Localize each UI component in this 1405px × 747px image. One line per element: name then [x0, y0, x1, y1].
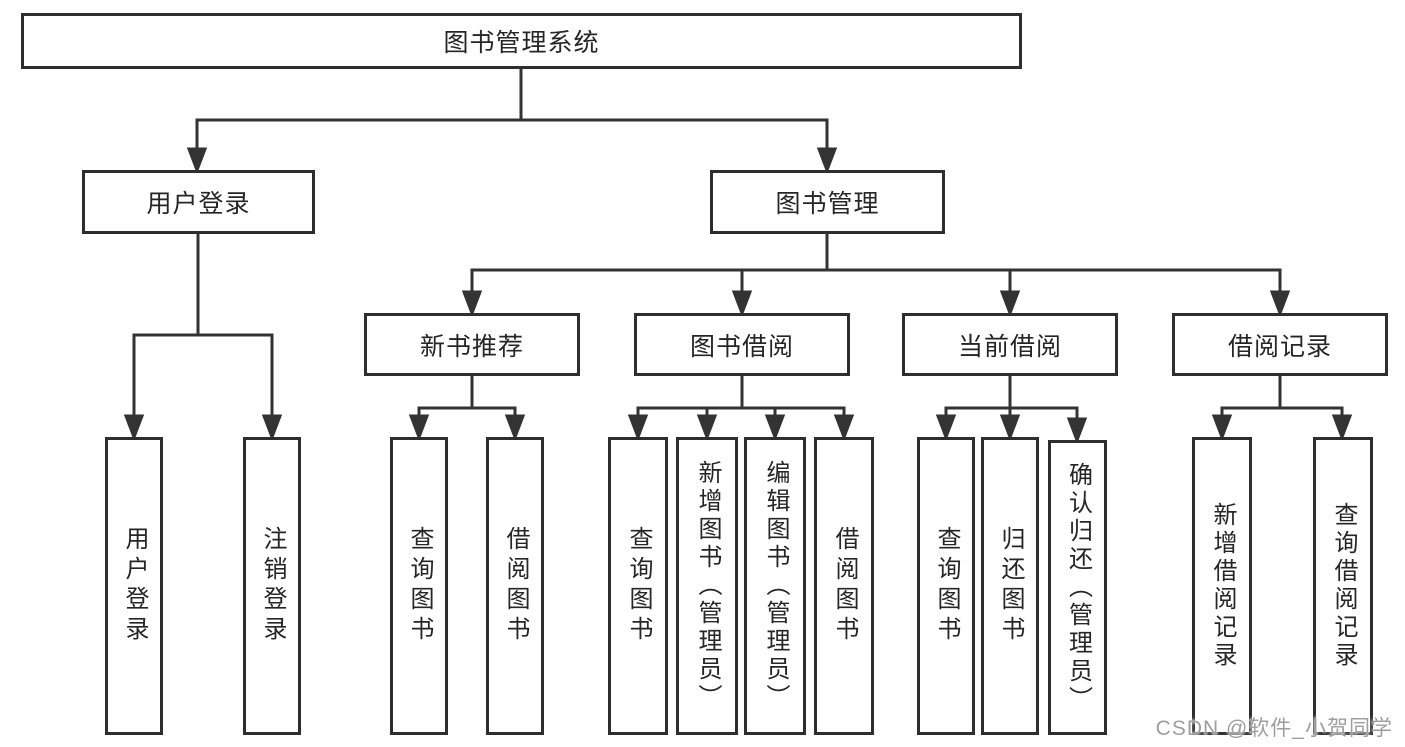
node-label: 当前借阅	[957, 332, 1062, 361]
node-label: 查询借阅记录	[1330, 502, 1357, 670]
connectors-borrow-records-to-leaves	[1211, 376, 1353, 442]
node-label: 归还图书	[997, 526, 1024, 646]
leaf-return-books: 归还图书	[981, 437, 1039, 735]
node-label: 新书推荐	[419, 332, 524, 361]
csdn-watermark: CSDN @软件_小贺同学	[1155, 717, 1393, 740]
leaf-edit-books-admin: 编辑图书（管理员）	[744, 437, 806, 735]
connectors-new-book-rec-to-leaves	[408, 376, 526, 442]
node-label: 查询图书	[933, 526, 960, 646]
connectors-current-borrow-to-leaves	[935, 376, 1088, 445]
leaf-borrow-books-recommend: 借阅图书	[486, 437, 544, 735]
node-label: 新增图书（管理员）	[694, 460, 721, 712]
node-book-management: 图书管理	[710, 170, 945, 234]
node-label: 借阅图书	[831, 526, 858, 646]
node-label: 借阅记录	[1227, 332, 1332, 361]
connectors-book-mgmt-to-level3	[461, 234, 1291, 318]
leaf-add-borrow-record: 新增借阅记录	[1192, 437, 1252, 735]
node-label: 图书管理系统	[443, 29, 600, 57]
node-new-book-recommendation: 新书推荐	[364, 313, 580, 376]
node-label: 查询图书	[406, 526, 433, 646]
leaf-confirm-return-admin: 确认归还（管理员）	[1048, 440, 1107, 735]
node-label: 图书借阅	[689, 332, 794, 361]
node-label: 新增借阅记录	[1209, 502, 1236, 670]
node-book-borrowing: 图书借阅	[634, 313, 850, 376]
leaf-user-login: 用户登录	[105, 437, 163, 735]
leaf-query-borrow-record: 查询借阅记录	[1313, 437, 1373, 735]
node-label: 借阅图书	[502, 526, 529, 646]
node-user-login: 用户登录	[82, 170, 315, 234]
node-label: 图书管理	[775, 190, 880, 218]
leaf-query-books-borrow: 查询图书	[608, 437, 668, 735]
leaf-query-books-recommend: 查询图书	[390, 437, 448, 735]
leaf-borrow-books: 借阅图书	[814, 437, 874, 735]
node-label: 编辑图书（管理员）	[762, 460, 789, 712]
node-label: 用户登录	[146, 190, 251, 218]
node-library-management-system: 图书管理系统	[21, 13, 1022, 69]
leaf-query-books-current: 查询图书	[917, 437, 975, 735]
connectors-root-to-level2	[186, 69, 838, 175]
node-current-borrowing: 当前借阅	[902, 313, 1118, 376]
leaf-add-books-admin: 新增图书（管理员）	[676, 437, 738, 735]
connectors-book-borrow-to-leaves	[627, 376, 855, 442]
connectors-user-login-to-leaves	[123, 234, 283, 442]
node-label: 确认归还（管理员）	[1064, 461, 1092, 714]
leaf-logout: 注销登录	[243, 437, 301, 735]
node-label: 查询图书	[625, 526, 652, 646]
node-borrowing-records: 借阅记录	[1172, 313, 1388, 376]
node-label: 用户登录	[121, 526, 148, 646]
node-label: 注销登录	[259, 526, 286, 646]
